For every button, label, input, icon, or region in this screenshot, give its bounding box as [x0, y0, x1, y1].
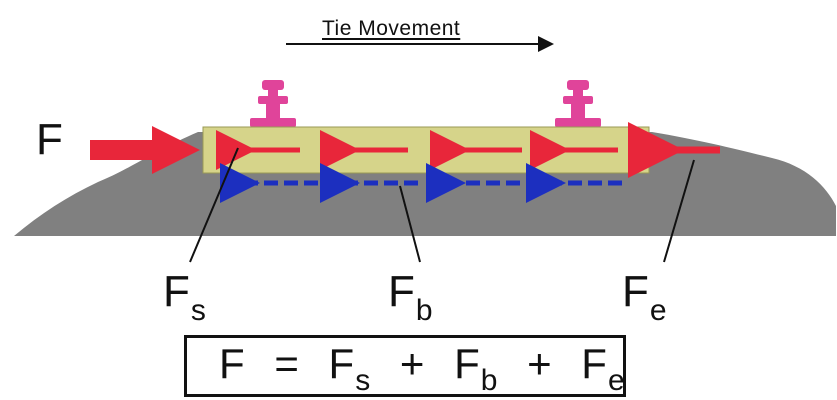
fb-leader-line	[399, 185, 421, 263]
rail-right	[555, 80, 601, 127]
equation-lhs: F	[219, 340, 245, 387]
equation-plus: +	[527, 340, 552, 387]
side-friction-label: Fs	[163, 267, 206, 326]
base-friction-label: Fb	[388, 267, 433, 326]
rail-left	[250, 80, 296, 127]
equation-term-fs: Fs	[328, 340, 371, 397]
equation-plus: +	[399, 340, 425, 387]
end-resistance-symbol: F	[622, 267, 649, 316]
applied-force-label: F	[36, 115, 63, 164]
equation-term-fb: Fb	[454, 340, 498, 397]
base-friction-subscript: b	[415, 294, 433, 327]
end-resistance-label: Fe	[622, 267, 667, 326]
equation-box: F = Fs + Fb + Fe	[184, 335, 626, 397]
side-friction-symbol: F	[163, 267, 190, 316]
end-resistance-subscript: e	[649, 294, 667, 327]
equation-term-fe: Fe	[581, 340, 625, 397]
side-friction-subscript: s	[190, 294, 206, 327]
base-friction-symbol: F	[388, 267, 415, 316]
equation-equals: =	[274, 340, 299, 387]
applied-force-arrow	[90, 126, 200, 174]
fs-leader-line	[189, 147, 239, 263]
tie-movement-label: Tie Movement	[322, 17, 461, 40]
force-equation: F = Fs + Fb + Fe	[219, 340, 625, 397]
fe-leader-line	[663, 159, 695, 263]
